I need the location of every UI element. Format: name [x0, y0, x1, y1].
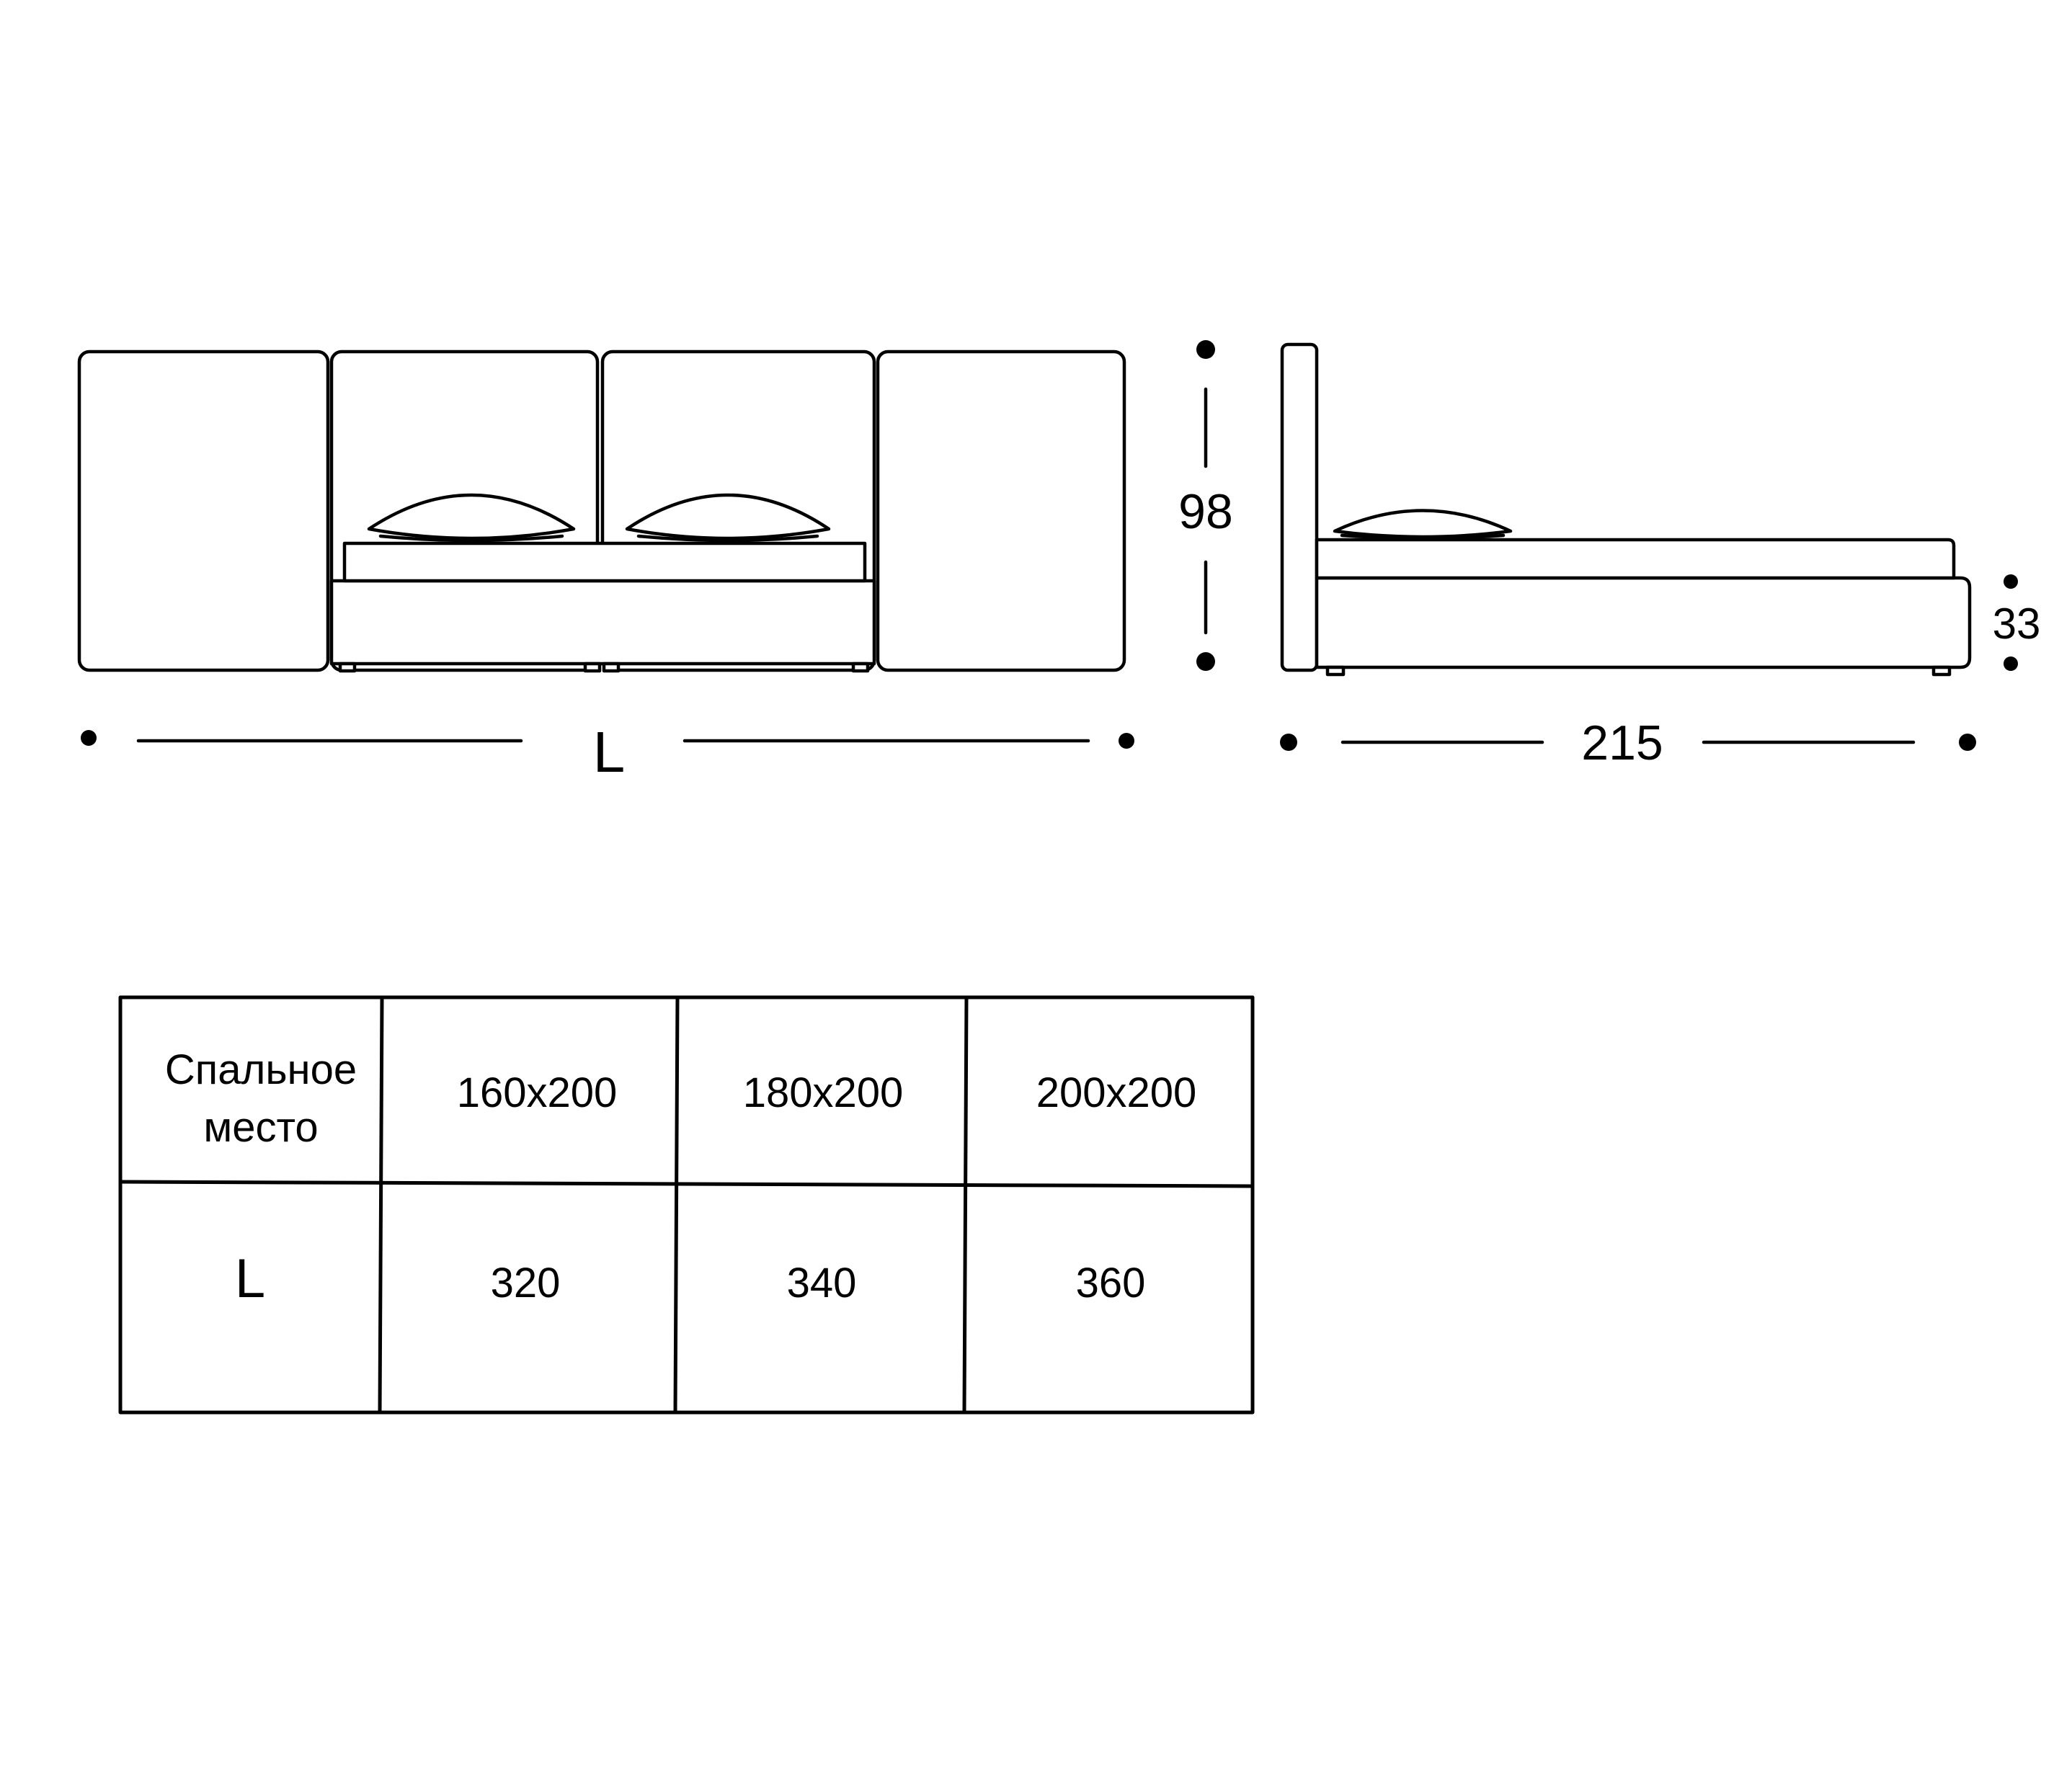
dimension-line-L — [81, 730, 1134, 749]
table-cell-360: 360 — [1076, 1260, 1146, 1306]
front-view — [77, 349, 1134, 749]
headboard-panel-right — [876, 349, 1126, 672]
table-header-size-180x200: 180x200 — [743, 1069, 904, 1116]
headboard-panel-center-right — [600, 349, 876, 672]
table-cell-320: 320 — [491, 1260, 561, 1306]
mattress-front — [342, 541, 867, 583]
headboard-panel-center-left — [329, 349, 600, 672]
headboard-panel-left — [77, 349, 330, 672]
bed-frame-front — [329, 579, 876, 666]
table-header-row-label-line1: Спальное — [165, 1046, 357, 1093]
dimension-line-33 — [2004, 574, 2018, 671]
headboard-side — [1280, 342, 1319, 672]
dimension-line-215 — [1280, 734, 1976, 751]
side-view — [1280, 342, 1972, 677]
pillow-left — [367, 493, 576, 543]
foot-front-3 — [602, 662, 621, 673]
pillow-side — [1333, 509, 1513, 540]
foot-front-2 — [583, 662, 602, 673]
dimension-label-33: 33 — [1993, 600, 2041, 648]
mattress-side — [1315, 538, 1956, 580]
table-header-size-160x200: 160x200 — [457, 1069, 618, 1116]
dimension-label-98: 98 — [1178, 484, 1233, 539]
foot-front-1 — [338, 662, 357, 673]
foot-side-2 — [1931, 665, 1952, 677]
dimension-label-215: 215 — [1581, 716, 1663, 770]
table-row-label-L: L — [235, 1248, 265, 1309]
table-header-row-label-line2: место — [203, 1104, 318, 1151]
size-table — [118, 995, 1255, 1415]
foot-front-4 — [851, 662, 870, 673]
dimension-label-L: L — [593, 720, 626, 784]
bed-frame-side — [1315, 576, 1972, 669]
dimension-line-98 — [1196, 340, 1215, 671]
table-cell-340: 340 — [787, 1260, 857, 1306]
pillow-right — [625, 493, 831, 543]
foot-side-1 — [1325, 665, 1346, 677]
table-header-size-200x200: 200x200 — [1036, 1069, 1197, 1116]
